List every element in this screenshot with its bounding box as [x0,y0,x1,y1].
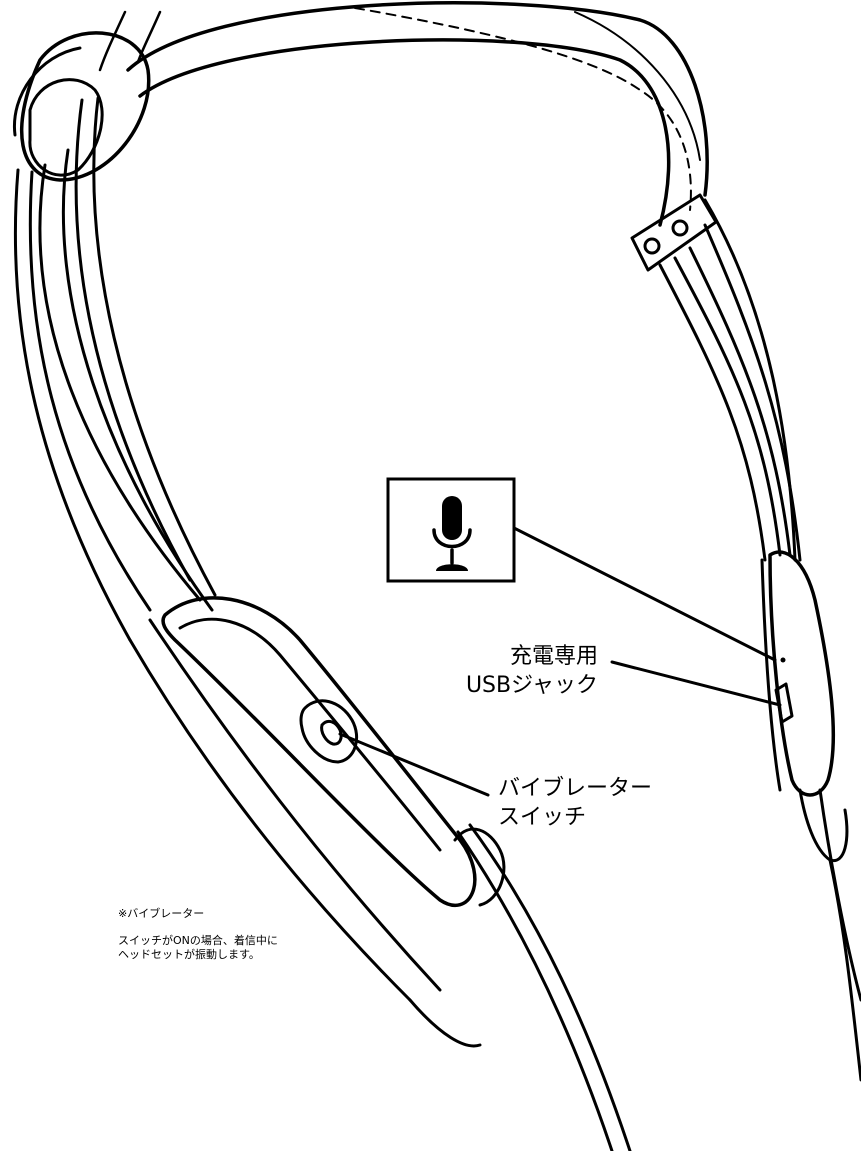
neck-unit-cable-outer [468,823,632,1153]
left-hinge-ring [28,78,104,177]
neck-unit-housing-inner [178,617,442,852]
right-wire-2 [673,256,782,557]
vibrator-label-line2: スイッチ [498,805,586,830]
left-neck-unit [128,596,632,1153]
microphone-leader-line [512,526,777,662]
microphone-callout [386,477,777,662]
left-wires [13,96,217,642]
headband-stitch-line [354,7,692,211]
left-wire-2 [61,148,214,612]
usb-jack-port[interactable] [774,682,794,724]
neck-unit-loop [453,827,506,907]
neck-unit-housing-outer [161,596,477,908]
headband-inner-edge [138,38,671,227]
neck-unit-tail [408,998,482,1048]
control-unit-cable-inner [818,788,861,1002]
left-wire-4 [92,96,217,597]
headband-top-edge [574,11,701,161]
left-outer-curve [13,168,132,642]
left-outer-curve-2 [28,170,152,612]
left-hinge-rim [12,46,82,137]
headband-left-seam-2 [136,10,162,64]
vibrator-switch-slider[interactable] [320,719,343,746]
control-unit-side [760,558,782,792]
vibrator-switch-bezel [299,699,358,764]
right-hinge-rivet-2 [671,219,689,237]
left-wire-1 [38,163,202,602]
right-control-unit [760,550,861,1082]
right-wire-3 [688,246,792,557]
neck-unit-cable-inner [456,830,614,1153]
vibrator-label-line1: バイブレーター [498,776,652,801]
headband-left-seam [98,10,127,72]
control-unit-cable-outer [828,858,861,1082]
right-outer-curve [703,198,797,562]
footnote-line1: スイッチがONの場合、着信中に [118,933,278,947]
left-hinge-cap [19,31,151,182]
control-unit-loop [798,788,849,863]
left-wire-3 [74,98,192,582]
right-wire-1 [658,263,767,562]
microphone-icon [432,496,472,571]
control-unit-housing [768,550,836,797]
usb-label-line1: 充電専用 [510,644,598,669]
headband-outer-edge [126,1,709,197]
usb-callout: 充電専用 USBジャック [466,644,782,707]
neck-unit-band-inner [148,618,442,992]
microphone-hole [780,657,786,663]
headband [98,1,709,227]
usb-label-line2: USBジャック [466,673,598,698]
right-wires [658,198,802,562]
usb-leader-line [610,660,782,707]
right-hinge-rivet-1 [643,237,661,255]
vibrator-leader-line [338,732,490,797]
vibrator-callout: バイブレーター スイッチ [338,732,652,830]
footnote-line2: ヘッドセットが振動します。 [118,947,260,961]
left-hinge [12,31,151,182]
footnote-title: ※バイブレーター [118,906,204,920]
neck-unit-band-outer [128,638,412,1002]
footnote: ※バイブレーター スイッチがONの場合、着信中に ヘッドセットが振動します。 [118,906,278,961]
